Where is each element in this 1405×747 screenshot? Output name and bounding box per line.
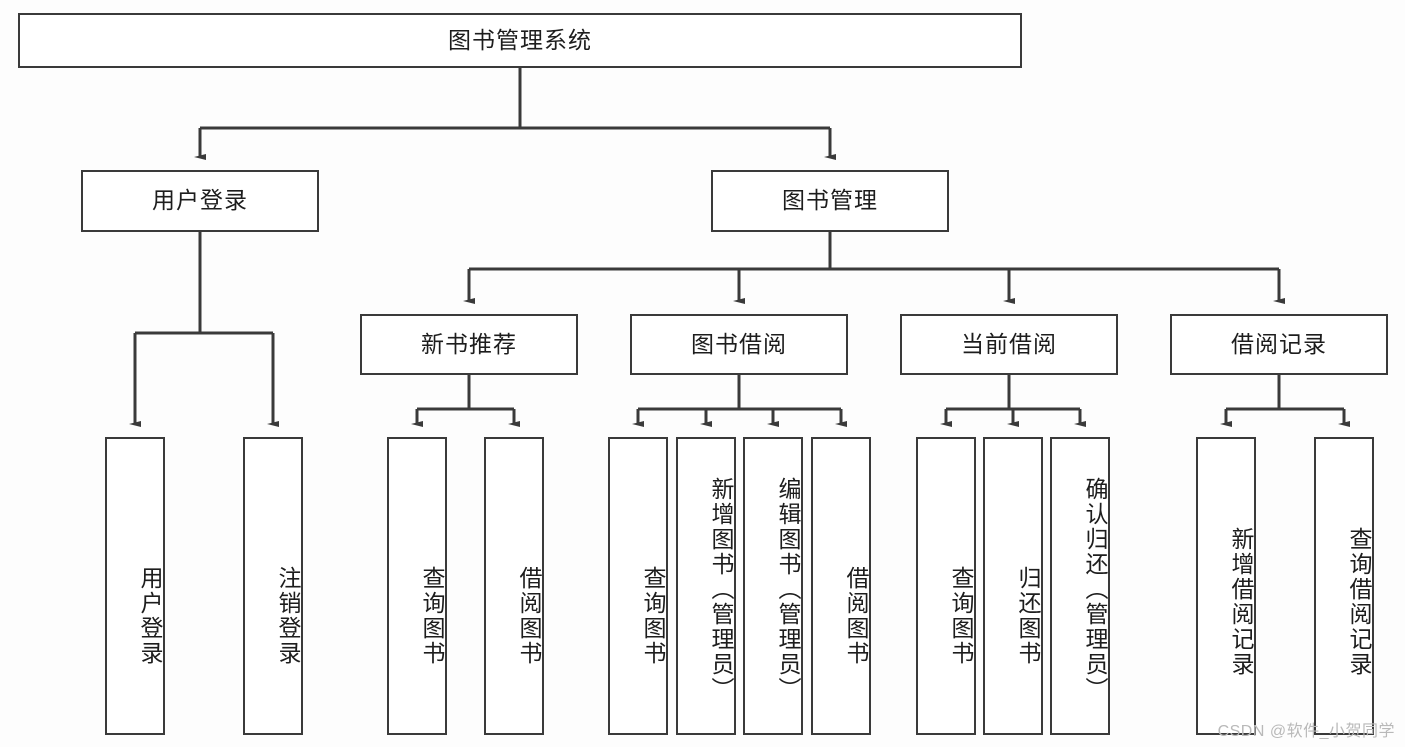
node-new-book-recommend[interactable]: 新书推荐 bbox=[360, 314, 578, 375]
leaf-user-login-label: 用户登录 bbox=[137, 566, 163, 666]
leaf-logout-label: 注销登录 bbox=[275, 566, 301, 666]
leaf-query-book-3[interactable]: 查询图书 bbox=[916, 437, 976, 735]
node-new-book-recommend-label: 新书推荐 bbox=[421, 330, 517, 357]
leaf-borrow-book-1[interactable]: 借阅图书 bbox=[484, 437, 544, 735]
leaf-logout[interactable]: 注销登录 bbox=[243, 437, 303, 735]
leaf-user-login[interactable]: 用户登录 bbox=[105, 437, 165, 735]
leaf-query-book-1-label: 查询图书 bbox=[419, 566, 445, 666]
node-root[interactable]: 图书管理系统 bbox=[18, 13, 1022, 68]
leaf-query-book-3-label: 查询图书 bbox=[948, 566, 974, 666]
leaf-confirm-return-admin-label: 确认归还（管理员） bbox=[1082, 476, 1108, 702]
node-root-label: 图书管理系统 bbox=[448, 26, 592, 53]
leaf-borrow-book-2-label: 借阅图书 bbox=[843, 566, 869, 666]
leaf-return-book-label: 归还图书 bbox=[1015, 566, 1041, 666]
leaf-edit-book-admin[interactable]: 编辑图书（管理员） bbox=[743, 437, 803, 735]
leaf-add-borrow-record-label: 新增借阅记录 bbox=[1228, 527, 1254, 677]
watermark-text: CSDN @软件_小贺同学 bbox=[1217, 723, 1395, 740]
leaf-add-book-admin[interactable]: 新增图书（管理员） bbox=[676, 437, 736, 735]
leaf-edit-book-admin-label: 编辑图书（管理员） bbox=[775, 476, 801, 702]
leaf-confirm-return-admin[interactable]: 确认归还（管理员） bbox=[1050, 437, 1110, 735]
leaf-query-borrow-record[interactable]: 查询借阅记录 bbox=[1314, 437, 1374, 735]
node-borrow-record[interactable]: 借阅记录 bbox=[1170, 314, 1388, 375]
leaf-add-borrow-record[interactable]: 新增借阅记录 bbox=[1196, 437, 1256, 735]
leaf-return-book[interactable]: 归还图书 bbox=[983, 437, 1043, 735]
node-current-borrow[interactable]: 当前借阅 bbox=[900, 314, 1118, 375]
node-user-login[interactable]: 用户登录 bbox=[81, 170, 319, 232]
node-book-management[interactable]: 图书管理 bbox=[711, 170, 949, 232]
leaf-borrow-book-1-label: 借阅图书 bbox=[516, 566, 542, 666]
node-book-borrow[interactable]: 图书借阅 bbox=[630, 314, 848, 375]
leaf-query-book-2[interactable]: 查询图书 bbox=[608, 437, 668, 735]
node-book-management-label: 图书管理 bbox=[782, 187, 878, 214]
leaf-query-book-1[interactable]: 查询图书 bbox=[387, 437, 447, 735]
leaf-query-borrow-record-label: 查询借阅记录 bbox=[1346, 527, 1372, 677]
leaf-borrow-book-2[interactable]: 借阅图书 bbox=[811, 437, 871, 735]
node-borrow-record-label: 借阅记录 bbox=[1231, 330, 1327, 357]
leaf-query-book-2-label: 查询图书 bbox=[640, 566, 666, 666]
node-user-login-label: 用户登录 bbox=[152, 187, 248, 214]
node-book-borrow-label: 图书借阅 bbox=[691, 330, 787, 357]
node-current-borrow-label: 当前借阅 bbox=[961, 330, 1057, 357]
leaf-add-book-admin-label: 新增图书（管理员） bbox=[708, 476, 734, 702]
